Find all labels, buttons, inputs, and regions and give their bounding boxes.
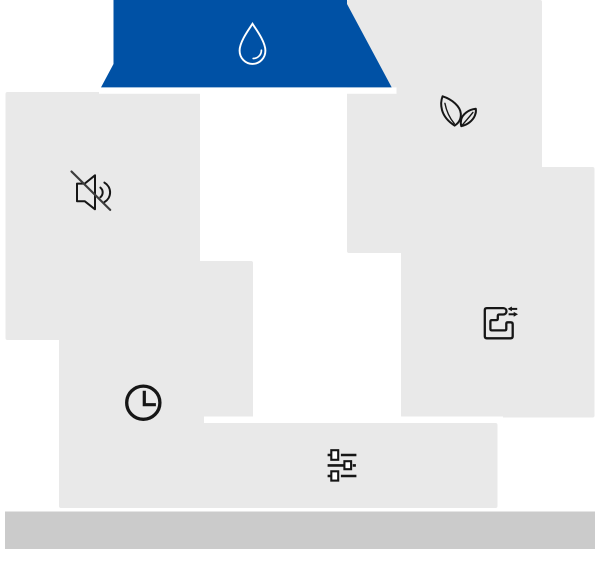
leaves-icon	[440, 95, 477, 128]
tile-settings[interactable]	[204, 423, 498, 508]
sliders-icon	[327, 449, 357, 482]
tile-water-hardness[interactable]	[99, 0, 397, 94]
clock-icon	[125, 384, 162, 421]
tile-water-supply[interactable]	[401, 167, 595, 418]
tile-gap	[204, 416, 503, 423]
water-drop-icon	[238, 22, 267, 65]
speaker-muted-icon	[70, 170, 112, 211]
pipe-swap-arrows-icon	[483, 306, 518, 340]
tile-halo	[99, 87, 397, 94]
horizontal-scrollbar[interactable]	[5, 511, 595, 550]
